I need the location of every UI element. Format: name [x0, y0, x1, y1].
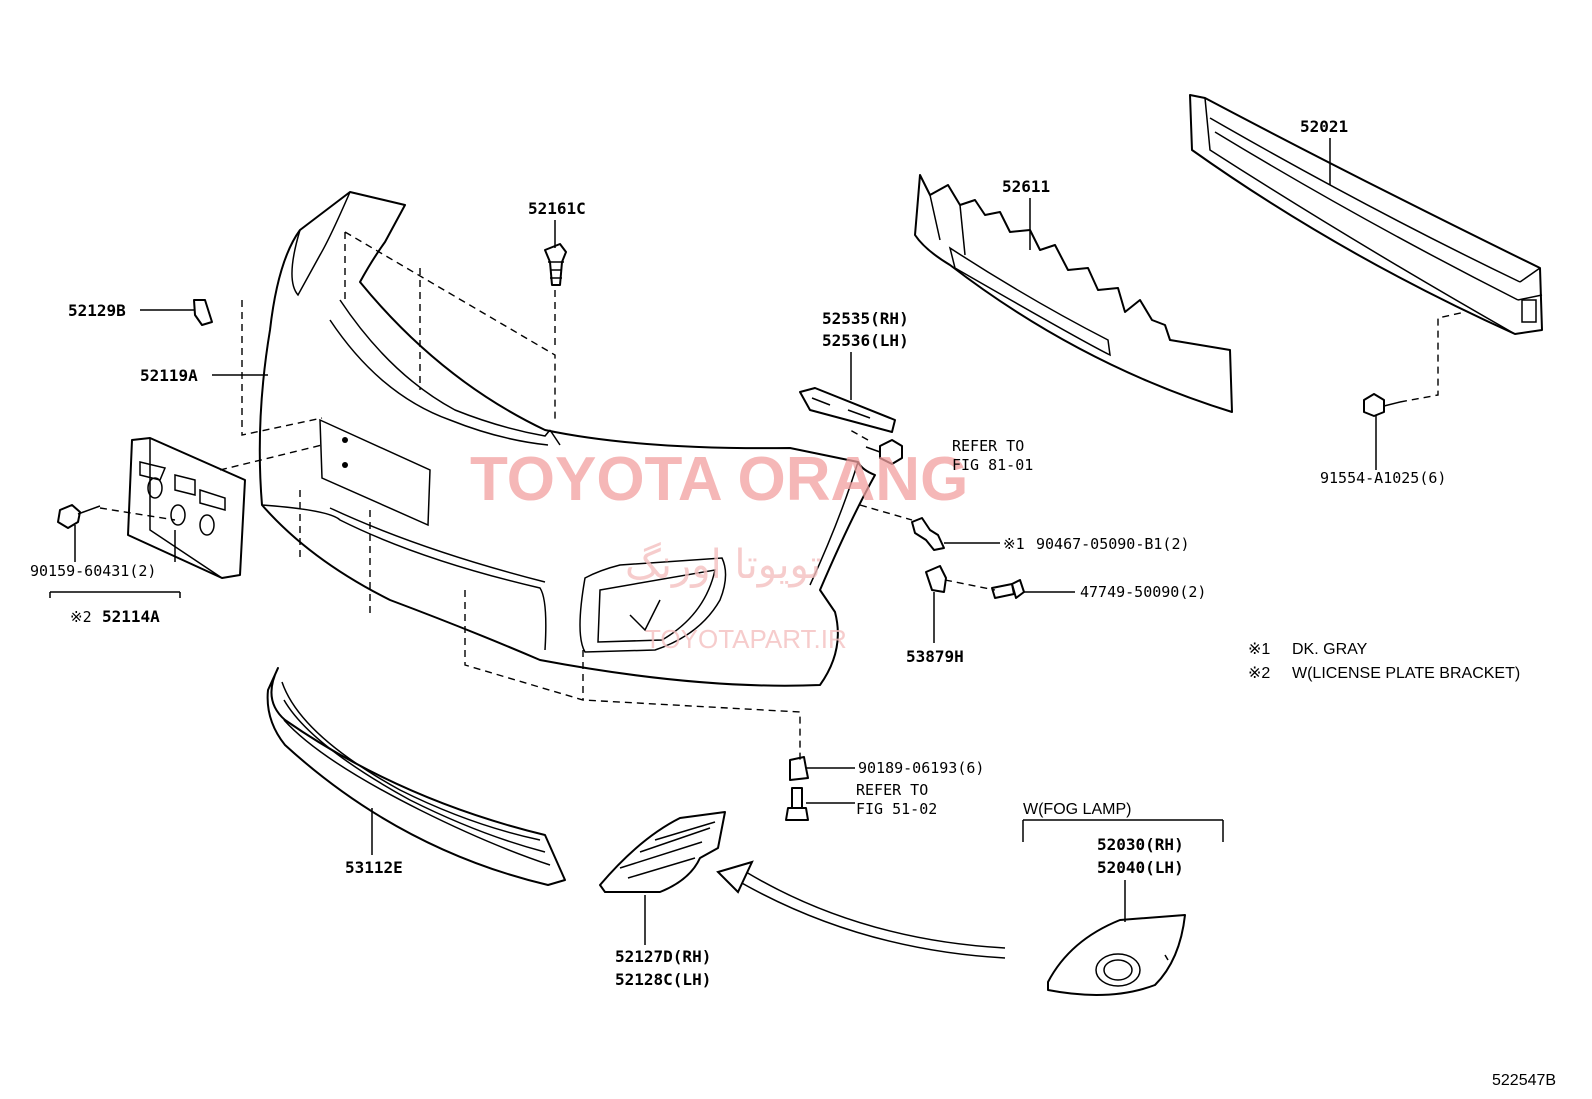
legend-note1-mark: ※1	[1248, 641, 1270, 658]
nut-53879h[interactable]	[925, 565, 947, 593]
license-plate-bracket[interactable]	[127, 437, 246, 579]
label-90467-mark: ※1	[1003, 535, 1025, 553]
label-52535: 52535(RH)	[822, 309, 909, 328]
watermark-site: TOYOTAPART.IR	[645, 624, 847, 654]
label-refer1-b: FIG 81-01	[952, 456, 1033, 474]
bolt-91554[interactable]	[1363, 393, 1401, 417]
label-52127d: 52127D(RH)	[615, 947, 711, 966]
front-bumper-cover[interactable]	[258, 191, 876, 687]
label-52128c: 52128C(LH)	[615, 970, 711, 989]
energy-absorber[interactable]	[914, 174, 1233, 413]
screw-47749[interactable]	[991, 579, 1025, 599]
watermark: TOYOTA ORANG تویوتا اورنگ TOYOTAPART.IR	[470, 445, 968, 654]
watermark-brand: TOYOTA ORANG	[470, 445, 968, 514]
label-53112e: 53112E	[345, 858, 403, 877]
label-52030: 52030(RH)	[1097, 835, 1184, 854]
label-52611: 52611	[1002, 177, 1050, 196]
legend-notes: ※1 DK. GRAY ※2 W(LICENSE PLATE BRACKET)	[1248, 641, 1520, 682]
leader-lines	[49, 138, 1377, 945]
legend-note2-mark: ※2	[1248, 665, 1270, 682]
bolt-90159[interactable]	[57, 504, 101, 529]
label-91554: 91554-A1025(6)	[1320, 469, 1446, 487]
figure-code: 522547B	[1492, 1072, 1556, 1089]
label-refer1-a: REFER TO	[952, 437, 1024, 455]
lower-radiator-grille[interactable]	[266, 667, 566, 886]
assembly-arrow	[716, 860, 1006, 959]
fog-lamp-cover-trim[interactable]	[599, 811, 726, 893]
bumper-reinforcement-beam[interactable]	[1189, 94, 1543, 335]
label-refer2-b: FIG 51-02	[856, 800, 937, 818]
label-47749: 47749-50090(2)	[1080, 583, 1206, 601]
legend-note1: DK. GRAY	[1292, 641, 1368, 658]
label-52536: 52536(LH)	[822, 331, 909, 350]
nut-90189[interactable]	[789, 756, 809, 781]
bracket-52535[interactable]	[799, 387, 896, 433]
label-52119a: 52119A	[140, 366, 198, 385]
label-52161c: 52161C	[528, 199, 586, 218]
clip-52129b[interactable]	[193, 299, 213, 326]
legend-note2: W(LICENSE PLATE BRACKET)	[1292, 665, 1520, 682]
watermark-brand-fa: تویوتا اورنگ	[625, 542, 821, 588]
label-52114a: 52114A	[102, 607, 160, 626]
label-53879h: 53879H	[906, 647, 964, 666]
label-52040: 52040(LH)	[1097, 858, 1184, 877]
label-52114a-mark: ※2	[70, 608, 92, 626]
screw-refer-fig51[interactable]	[785, 787, 809, 821]
clip-52161c[interactable]	[544, 243, 567, 286]
label-52021: 52021	[1300, 117, 1348, 136]
fog-lamp-bezel[interactable]	[1047, 914, 1186, 996]
label-52129b: 52129B	[68, 301, 126, 320]
label-90159: 90159-60431(2)	[30, 562, 156, 580]
screw-refer-fig81[interactable]	[865, 439, 903, 465]
part-labels: 52021 52611 52161C 52129B 52119A 52535(R…	[30, 117, 1556, 1089]
assembly-guide-lines	[99, 231, 1466, 760]
screw-90467[interactable]	[911, 517, 945, 551]
label-fog-title: W(FOG LAMP)	[1023, 801, 1131, 818]
label-refer2-a: REFER TO	[856, 781, 928, 799]
label-90467: 90467-05090-B1(2)	[1036, 535, 1190, 553]
label-90189: 90189-06193(6)	[858, 759, 984, 777]
